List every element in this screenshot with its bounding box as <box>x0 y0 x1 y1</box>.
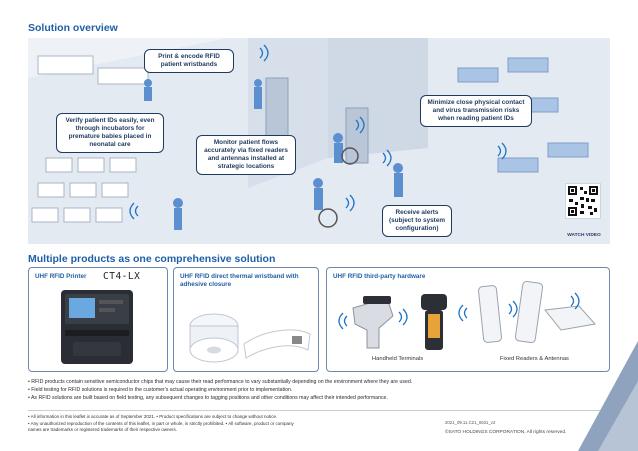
document-number: 2021_09.11.C21_0631_v2 <box>445 420 496 425</box>
fine-print: • All information in this leaflet is acc… <box>28 414 408 434</box>
rfid-notes: • RFID products contain sensitive semico… <box>28 378 412 402</box>
wristband-image <box>189 313 311 363</box>
note-item: • RFID products contain sensitive semico… <box>28 379 413 385</box>
hospital-scene <box>28 38 610 244</box>
hardware-image <box>338 280 596 350</box>
wristband-title: UHF RFID direct thermal wristband with a… <box>180 273 299 288</box>
corner-decoration <box>578 341 638 451</box>
qr-code[interactable] <box>565 183 601 219</box>
hardware-panel: UHF RFID third-party hardware <box>326 267 610 372</box>
callout-receive-alerts: Receive alerts (subject to system config… <box>382 205 452 237</box>
callout-minimize-contact: Minimize close physical contact and viru… <box>420 95 532 127</box>
printer-image <box>61 290 133 364</box>
copyright: ©SATO HOLDINGS CORPORATION. All rights r… <box>445 430 567 435</box>
fine-print-line: names are trademarks or registered trade… <box>28 427 178 433</box>
multiple-products-heading: Multiple products as one comprehensive s… <box>28 253 276 265</box>
divider <box>28 410 610 411</box>
wristband-panel: UHF RFID direct thermal wristband with a… <box>173 267 319 372</box>
printer-title: UHF RFID Printer <box>35 273 87 280</box>
solution-overview-heading: Solution overview <box>28 22 118 34</box>
printer-panel: UHF RFID Printer CT4-LX <box>28 267 168 372</box>
note-item: • Field testing for RFID solutions is re… <box>28 387 293 394</box>
fixed-readers-caption: Fixed Readers & Antennas <box>500 356 569 362</box>
callout-print-wristbands: Print & encode RFID patient wristbands <box>144 49 234 73</box>
qr-code-image <box>568 186 598 216</box>
handheld-caption: Handheld Terminals <box>372 356 424 362</box>
fine-print-line: • All information in this leaflet is acc… <box>28 414 278 419</box>
printer-model: CT4-LX <box>103 271 141 282</box>
hospital-illustration <box>28 38 610 244</box>
hardware-title: UHF RFID third-party hardware <box>333 273 426 280</box>
fine-print-line: • Any unauthorized reproduction of the c… <box>28 420 294 426</box>
callout-verify-ids: Verify patient IDs easily, even through … <box>56 113 164 153</box>
note-item: • As RFID solutions are built based on f… <box>28 395 388 402</box>
callout-monitor-flows: Monitor patient flows accurately via fix… <box>196 135 296 175</box>
watch-video-link[interactable]: WATCH VIDEO <box>567 233 601 238</box>
